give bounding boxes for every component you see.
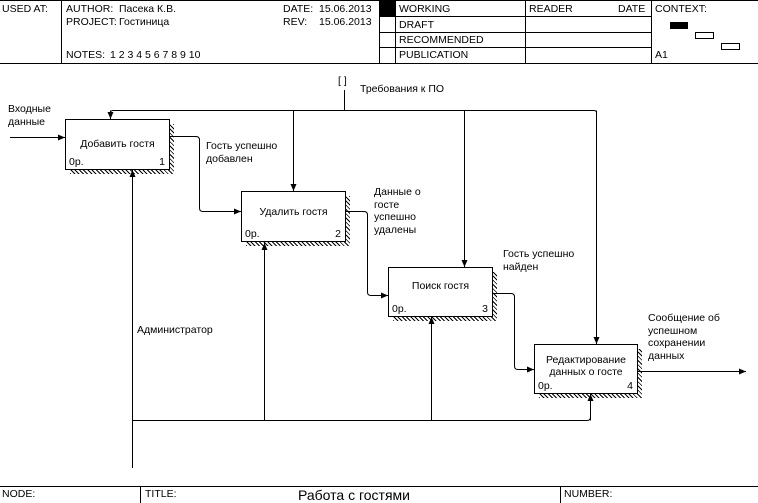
activity-cost: 0р. [245,228,260,240]
status-draft: DRAFT [399,19,434,31]
date-value: 15.06.2013 [319,3,372,15]
activity-box-delete-guest[interactable]: Удалить гостя 0р. 2 [241,191,350,246]
diagram-title: Работа с гостями [298,487,410,503]
activity-name: Поиск гостя [411,280,470,292]
activity-cost: 0р. [69,156,84,168]
activity-name: Добавить гостя [80,138,155,150]
activity-cost: 0р. [392,303,407,315]
activity-number: 1 [159,156,165,168]
number-label: NUMBER: [564,488,613,500]
mechanism-label: Администратор [137,324,213,336]
activity-box-edit-guest[interactable]: Редактирование данных о госте 0р. 4 [534,344,642,398]
context-node: A1 [655,49,668,61]
output-label-added: Гость успешно добавлен [206,140,278,165]
project-value: Гостиница [119,16,170,28]
date-label: DATE: [283,3,314,15]
activity-cost: 0р. [538,380,553,392]
output-label-deleted: Данные о госте успешно удалены [374,186,421,236]
status-working: WORKING [399,3,451,15]
activity-number: 2 [335,228,341,240]
activity-name: Редактирование данных о госте [546,354,626,378]
output-label-found: Гость успешно найден [503,248,575,273]
author-value: Пасека К.В. [119,3,177,15]
rev-label: REV: [283,16,308,28]
title-label: TITLE: [145,488,177,500]
notes-values: 1 2 3 4 5 6 7 8 9 10 [110,49,201,61]
node-label: NODE: [2,488,36,500]
reader-label: READER [529,3,573,15]
notes-label: NOTES: [66,49,106,61]
author-label: AUTHOR: [66,3,114,15]
output-label-saved: Сообщение об успешном сохранении данных [648,312,720,362]
activity-number: 3 [482,303,488,315]
used-at-label: USED AT: [2,3,48,15]
activity-name: Удалить гостя [259,206,328,218]
activity-number: 4 [627,380,633,392]
tunnel-marker: [ ] [338,75,347,87]
activity-box-search-guest[interactable]: Поиск гостя 0р. 3 [388,267,497,321]
rev-value: 15.06.2013 [319,16,372,28]
status-publication: PUBLICATION [399,49,469,61]
status-recommended: RECOMMENDED [399,34,484,46]
activity-box-add-guest[interactable]: Добавить гостя 0р. 1 [65,119,174,174]
context-label: CONTEXT: [655,3,707,15]
project-label: PROJECT: [66,16,117,28]
date2-label: DATE [618,3,646,15]
input-label: Входные данные [8,103,51,128]
control-label: Требования к ПО [360,83,445,95]
